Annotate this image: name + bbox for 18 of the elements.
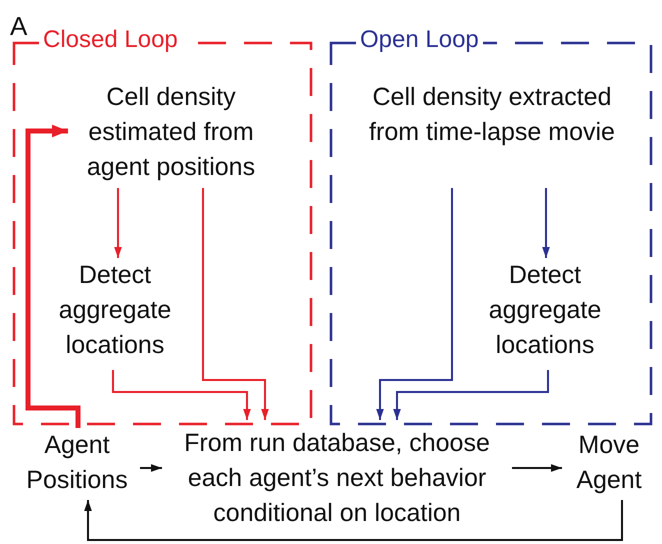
process-step: Move Agent — [562, 428, 656, 500]
arrow — [140, 464, 162, 472]
process-step: From run database, choose each agent’s next behavior conditional on location — [162, 420, 512, 536]
process-step: Agent Positions — [14, 428, 140, 500]
process-step: Cell density estimated from agent positions — [68, 80, 274, 188]
arrow — [26, 124, 80, 428]
arrow — [376, 188, 453, 420]
arrow — [542, 188, 550, 258]
panel-letter: A — [10, 12, 28, 40]
arrow — [114, 188, 122, 258]
process-step: Cell density extracted from time-lapse movie — [362, 80, 622, 188]
arrow — [202, 188, 269, 420]
arrow — [512, 464, 562, 472]
arrow — [84, 500, 623, 541]
arrow — [112, 370, 251, 420]
process-step: Detect aggregate locations — [475, 258, 615, 370]
arrow — [393, 370, 549, 420]
process-step: Detect aggregate locations — [45, 258, 185, 370]
